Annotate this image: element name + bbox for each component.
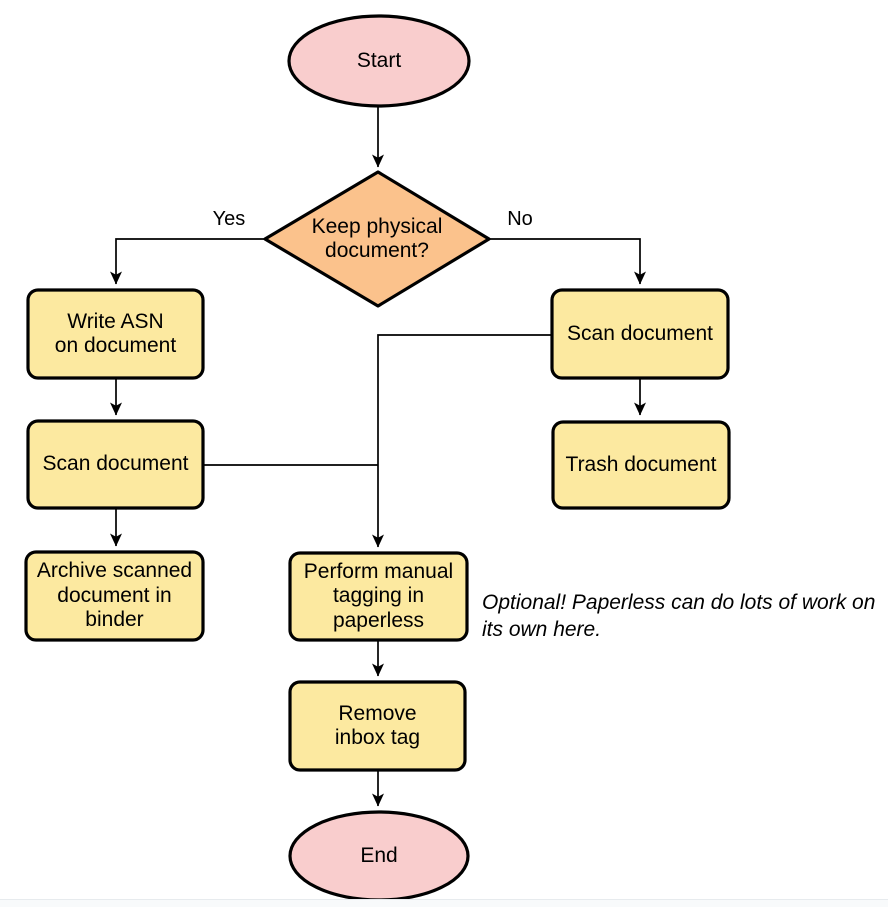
decision-diamond-shape bbox=[263, 170, 491, 308]
write-asn-process-shape bbox=[26, 288, 205, 380]
edge-decision-yes-to-write-asn bbox=[110, 238, 265, 285]
scan-document-left-process-shape bbox=[26, 419, 205, 510]
start-terminal-shape bbox=[287, 14, 471, 108]
scan-document-right-process-shape bbox=[550, 288, 730, 380]
end-terminal-shape bbox=[288, 810, 470, 902]
edge-decision-no-to-scan-right bbox=[489, 238, 646, 285]
manual-tagging-process-shape bbox=[288, 551, 469, 642]
edge-scan-right-to-tagging bbox=[372, 334, 552, 548]
archive-process-shape bbox=[24, 550, 205, 642]
optional-note: Optional! Paperless can do lots of work … bbox=[482, 591, 876, 642]
trash-document-process-shape bbox=[551, 420, 731, 510]
remove-inbox-tag-process-shape bbox=[288, 680, 467, 772]
bottom-edge-strip bbox=[0, 899, 888, 907]
